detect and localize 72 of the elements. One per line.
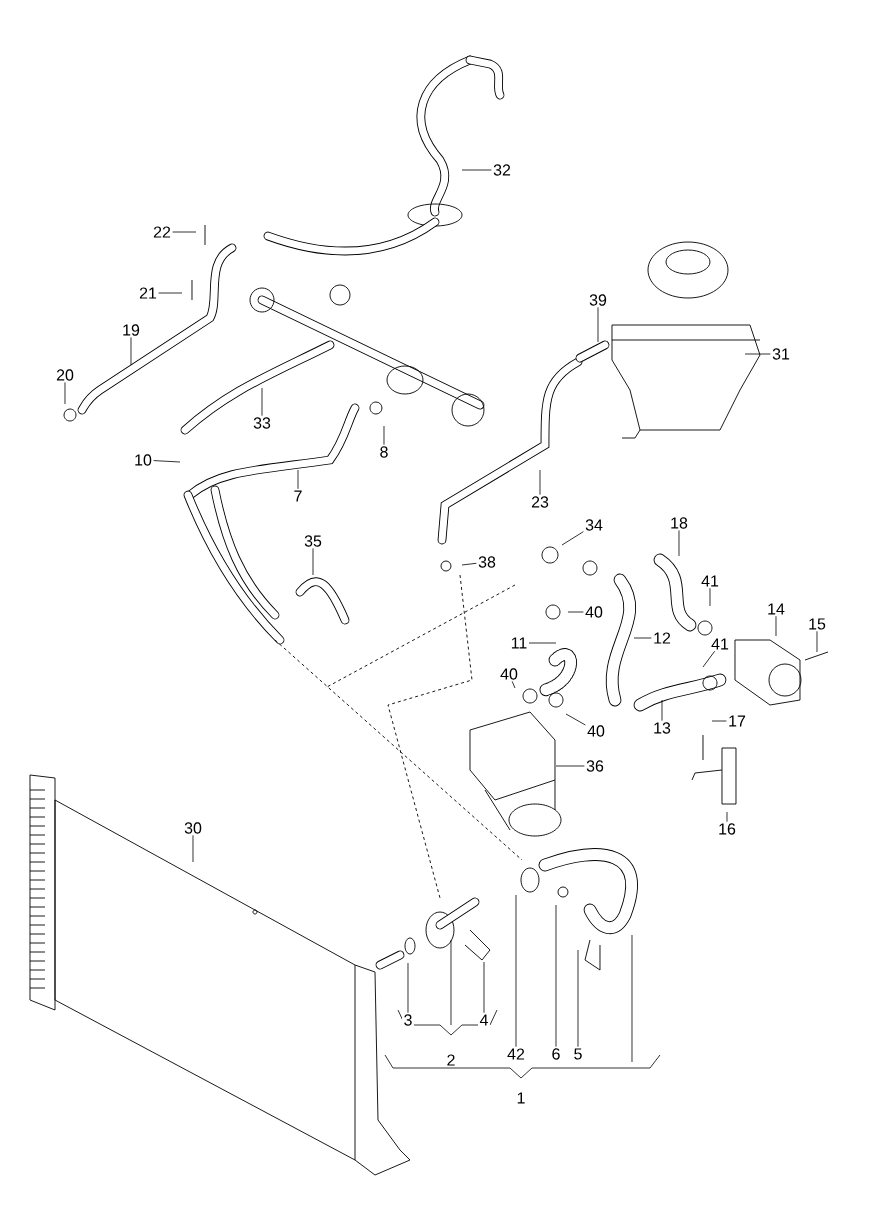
leader-line — [709, 587, 711, 607]
callout-number: 35 — [302, 533, 324, 549]
callout-number: 40 — [585, 723, 607, 739]
leader-line — [312, 548, 314, 576]
callout-number: 19 — [120, 322, 142, 338]
callout-number: 4 — [478, 1013, 490, 1027]
leader-line — [567, 611, 584, 613]
callout-number: 31 — [770, 346, 792, 362]
callout-number: 15 — [806, 616, 828, 632]
callout-number: 42 — [505, 1046, 527, 1062]
leader-line — [192, 834, 194, 863]
callout-number: 33 — [251, 415, 273, 431]
callout-number: 18 — [668, 515, 690, 531]
leader-line — [577, 949, 579, 1048]
leader-line — [661, 699, 663, 722]
leader-line — [158, 292, 183, 294]
leader-line — [130, 337, 132, 366]
leader-line — [297, 469, 299, 490]
leader-line — [555, 904, 557, 1048]
callout-number: 12 — [651, 630, 673, 646]
callout-number: 8 — [378, 444, 390, 460]
leader-line — [261, 387, 263, 417]
callout-number: 38 — [476, 554, 498, 570]
callout-number: 40 — [498, 666, 520, 682]
callout-number: 40 — [583, 604, 605, 620]
leader-line — [461, 169, 492, 171]
leader-line — [726, 811, 728, 823]
leader-line — [744, 353, 771, 355]
leader-line — [461, 562, 477, 566]
leader-line — [678, 530, 680, 557]
callout-number: 11 — [509, 636, 529, 650]
leader-line — [64, 382, 66, 405]
callout-number: 32 — [491, 162, 513, 178]
leader-line — [711, 720, 727, 722]
leader-line — [561, 531, 584, 546]
callout-number: 7 — [292, 489, 304, 503]
callout-number: 30 — [182, 820, 204, 836]
leader-line — [555, 765, 585, 767]
leader-line — [511, 680, 516, 689]
callout-number: 1 — [517, 1092, 525, 1104]
callout-number: 6 — [550, 1046, 562, 1062]
leader-line — [483, 961, 485, 1014]
leader-line — [153, 460, 181, 463]
callout-number: 39 — [587, 292, 609, 308]
leader-line — [172, 231, 197, 233]
leader-line — [407, 962, 409, 1014]
callout-number: 21 — [137, 285, 159, 301]
callout-number: 41 — [699, 574, 721, 588]
leader-line — [565, 713, 586, 726]
callout-number: 2 — [447, 1054, 455, 1066]
leader-line — [539, 469, 541, 496]
callout-number: 5 — [572, 1046, 584, 1062]
callout-number: 23 — [529, 494, 551, 510]
callout-number: 36 — [584, 758, 606, 774]
callout-number: 13 — [651, 720, 673, 736]
leader-line — [633, 637, 652, 639]
leader-line — [775, 615, 777, 637]
leader-line — [702, 650, 716, 668]
callout-number: 34 — [583, 517, 605, 533]
leader-line — [597, 306, 599, 343]
callout-number: 22 — [151, 224, 173, 240]
callout-number: 10 — [132, 452, 154, 468]
callout-number: 14 — [765, 602, 787, 616]
callout-number: 41 — [709, 637, 731, 651]
callout-number: 20 — [54, 367, 76, 383]
callout-number: 16 — [716, 821, 738, 837]
leader-line — [528, 642, 557, 644]
leader-line — [383, 425, 385, 446]
callout-number: 3 — [402, 1012, 414, 1028]
callout-number: 17 — [726, 714, 748, 728]
leader-line — [816, 630, 818, 653]
leader-line — [515, 894, 517, 1048]
